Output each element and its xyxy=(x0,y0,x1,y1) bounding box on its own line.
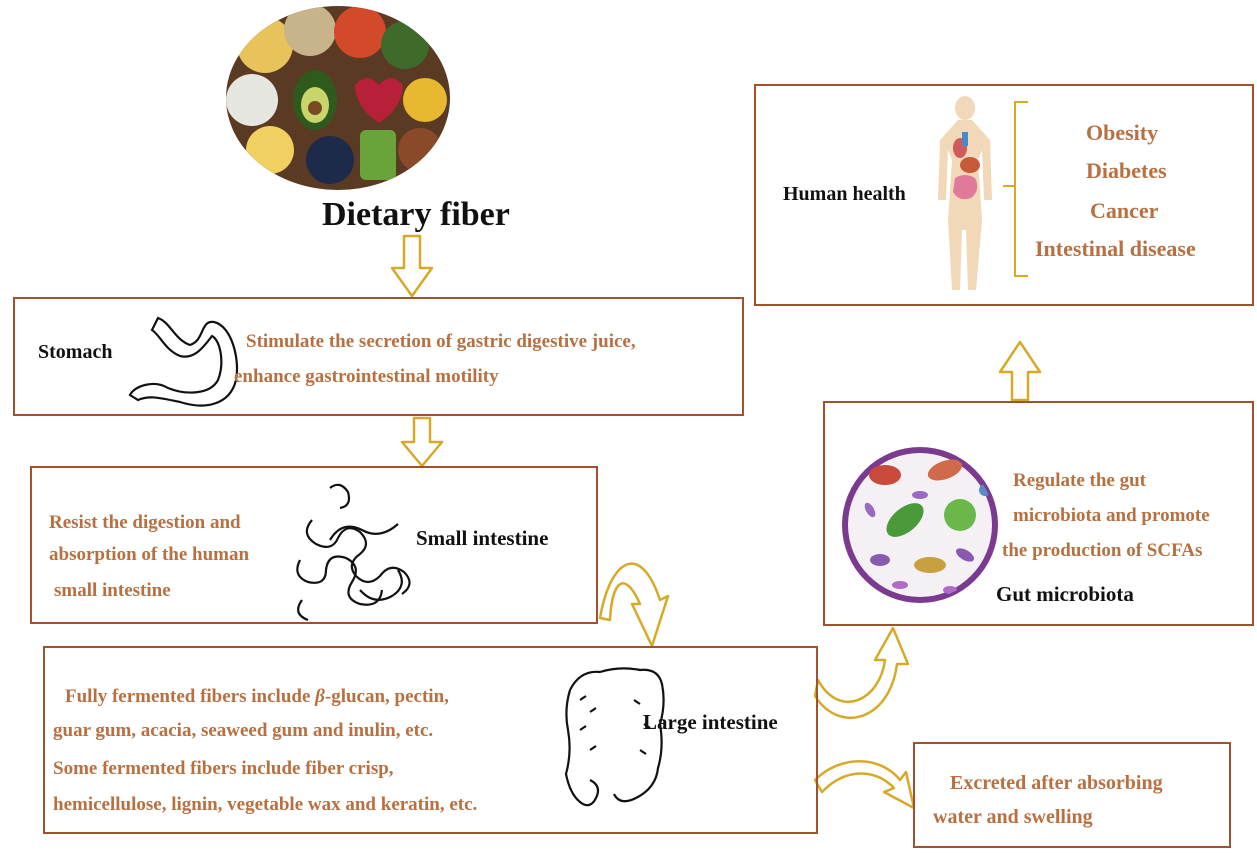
arrow-curve-3 xyxy=(815,761,914,808)
arrow-down-2 xyxy=(402,418,442,466)
disease-intestinal: Intestinal disease xyxy=(1035,236,1196,262)
page-title: Dietary fiber xyxy=(322,196,510,234)
gut-microbiota-text-line2: microbiota and promote xyxy=(1013,505,1210,527)
arrow-curve-2 xyxy=(815,628,908,718)
large-intestine-label: Large intestine xyxy=(643,710,778,735)
stomach-label: Stomach xyxy=(38,341,112,364)
arrow-curve-1 xyxy=(600,564,668,646)
large-intestine-text-line1-suffix: -glucan, pectin, xyxy=(325,686,449,707)
arrow-up-1 xyxy=(1000,342,1040,400)
disease-cancer: Cancer xyxy=(1090,198,1158,224)
arrow-down-1 xyxy=(392,236,432,296)
human-health-label: Human health xyxy=(783,183,906,206)
gut-microbiota-text-line1: Regulate the gut xyxy=(1013,470,1146,492)
large-intestine-text-line2: guar gum, acacia, seaweed gum and inulin… xyxy=(53,720,433,742)
large-intestine-text-line1-prefix: Fully fermented fibers include xyxy=(65,686,315,707)
excreted-box xyxy=(913,742,1231,848)
small-intestine-text-line2: absorption of the human xyxy=(49,544,249,566)
stomach-text-line2: enhance gastrointestinal motility xyxy=(234,366,499,388)
gut-microbiota-label: Gut microbiota xyxy=(996,582,1134,607)
gut-microbiota-text-line3: the production of SCFAs xyxy=(1002,540,1202,562)
beta-symbol: β xyxy=(315,686,325,707)
disease-obesity: Obesity xyxy=(1086,120,1158,146)
stomach-box xyxy=(13,297,744,416)
large-intestine-text-line3: Some fermented fibers include fiber cris… xyxy=(53,758,394,780)
stomach-text-line1: Stimulate the secretion of gastric diges… xyxy=(246,331,636,353)
small-intestine-text-line1: Resist the digestion and xyxy=(49,512,241,534)
food-image xyxy=(220,0,460,200)
small-intestine-text-line3: small intestine xyxy=(54,580,171,602)
large-intestine-text-line1: Fully fermented fibers include β-glucan,… xyxy=(65,686,449,708)
small-intestine-label: Small intestine xyxy=(416,526,548,551)
large-intestine-text-line4: hemicellulose, lignin, vegetable wax and… xyxy=(53,794,477,816)
excreted-text-line2: water and swelling xyxy=(933,806,1093,829)
excreted-text-line1: Excreted after absorbing xyxy=(950,772,1163,795)
disease-diabetes: Diabetes xyxy=(1086,158,1167,184)
